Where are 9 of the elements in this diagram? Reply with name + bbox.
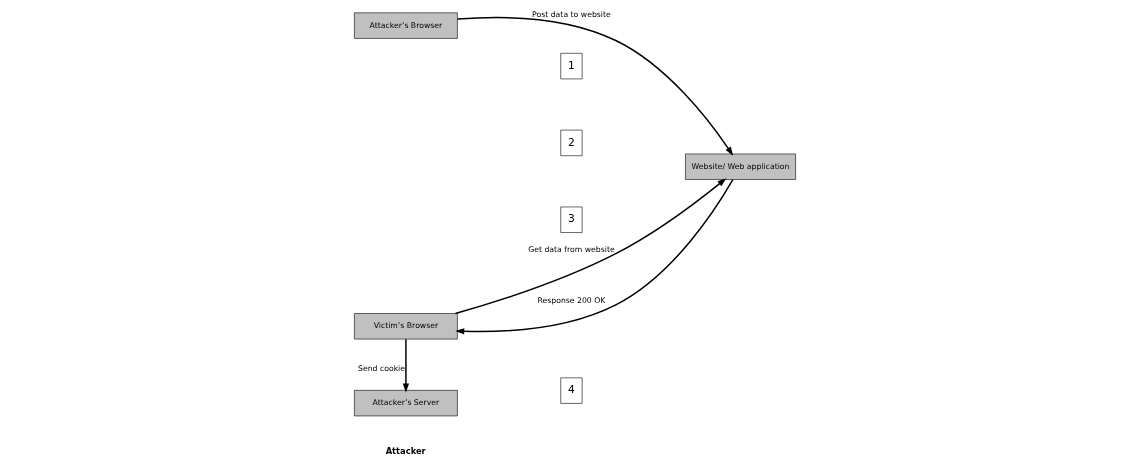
node-box: 4 [560, 377, 583, 404]
node-box: 3 [560, 206, 583, 233]
label: Attacker [385, 446, 426, 457]
arrow [454, 178, 727, 315]
arrow [402, 338, 410, 393]
arrow [455, 178, 734, 335]
node-box: 1 [560, 53, 583, 80]
node-box: 2 [560, 129, 583, 156]
arrow [456, 16, 734, 156]
